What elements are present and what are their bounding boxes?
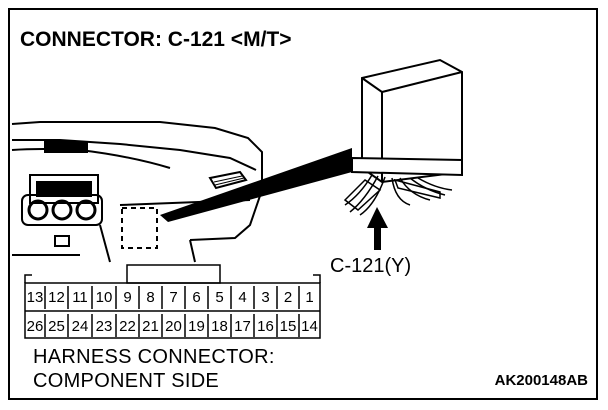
dashboard-outline [11, 121, 263, 263]
pin-label: 26 [26, 318, 44, 335]
pointer-arrow [367, 207, 388, 250]
pin-label: 12 [48, 289, 65, 306]
location-leader [160, 148, 352, 222]
pin-label: 23 [95, 318, 113, 335]
caption-line-1: HARNESS CONNECTOR: [33, 346, 275, 368]
caption-line-2: COMPONENT SIDE [33, 370, 220, 392]
diagram-frame [8, 8, 598, 400]
pin-label: 10 [95, 289, 113, 306]
center-console [21, 174, 103, 247]
wire-harness [343, 174, 453, 216]
pin-label: 24 [71, 318, 89, 335]
diagram-title: CONNECTOR: C-121 <M/T> [20, 28, 292, 51]
pin-label: 18 [211, 318, 228, 335]
connector-pin-row-bottom: 26 25 24 23 22 21 20 19 18 17 16 15 14 [25, 316, 320, 338]
pin-label: 20 [165, 318, 182, 335]
harness-connector [24, 264, 321, 339]
pin-label: 3 [261, 289, 270, 306]
pin-label: 8 [146, 289, 155, 306]
pin-label: 19 [188, 318, 205, 335]
control-unit [351, 58, 463, 184]
pin-label: 1 [305, 289, 314, 306]
pin-label: 5 [215, 289, 224, 306]
pin-label: 4 [238, 289, 247, 306]
pin-label: 15 [279, 318, 297, 335]
pin-label: 22 [119, 318, 136, 335]
side-vent [208, 170, 248, 190]
pin-label: 14 [301, 318, 318, 335]
pin-label: 7 [169, 289, 178, 306]
pin-label: 13 [26, 289, 44, 306]
pin-label: 9 [123, 289, 132, 306]
pin-label: 25 [48, 318, 65, 335]
pin-label: 2 [283, 289, 293, 306]
pin-label: 16 [257, 318, 274, 335]
connector-pin-row-top: 13 12 11 10 9 8 7 6 5 4 3 2 1 [25, 287, 320, 309]
component-location-marker [121, 207, 158, 249]
connector-callout-label: C-121(Y) [330, 255, 412, 277]
figure-code: AK200148AB [494, 372, 588, 389]
pin-label: 6 [192, 289, 201, 306]
pin-label: 17 [234, 318, 251, 335]
pin-label: 11 [72, 289, 88, 306]
pin-label: 21 [142, 318, 159, 335]
